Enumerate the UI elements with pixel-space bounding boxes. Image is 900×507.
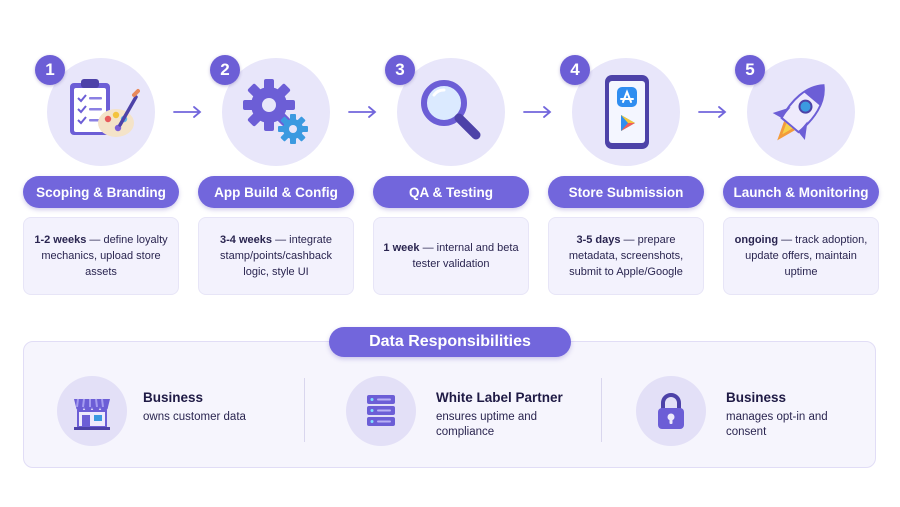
arrow-right-icon [173,106,202,118]
step-number: 4 [560,55,590,85]
step-number: 2 [210,55,240,85]
storefront-icon [74,398,110,430]
step-description: 3-4 weeks — integrate stamp/points/cashb… [198,217,354,295]
responsibility-description: ensures uptime and compliance [436,411,538,438]
divider [304,378,305,442]
step-description: 1 week — internal and beta tester valida… [373,217,529,295]
rocket-icon [772,84,825,141]
phone-app-store-icon [605,75,649,149]
step-duration: 3-5 days [576,234,621,246]
arrow-right-icon [523,106,552,118]
padlock-icon [658,393,684,429]
step-title: Launch & Monitoring [723,176,879,208]
arrow-right-icon [348,106,377,118]
step-details: — track adoption, update offers, maintai… [745,234,868,278]
step-details: — internal and beta tester validation [412,242,519,270]
server-icon [367,395,395,426]
step-title: Scoping & Branding [23,176,179,208]
step-number: 5 [735,55,765,85]
data-responsibilities-panel [23,341,876,468]
arrow-right-icon [698,106,727,118]
clipboard-palette-icon [70,79,140,137]
step-title: Store Submission [548,176,704,208]
step-details: — integrate stamp/points/cashback logic,… [220,234,332,278]
step-description: ongoing — track adoption, update offers,… [723,217,879,295]
step-description: 1-2 weeks — define loyalty mechanics, up… [23,217,179,295]
section-title: Data Responsibilities [329,327,571,357]
responsibility-business-data: Business owns customer data [57,376,277,446]
step-duration: 3-4 weeks [220,234,273,246]
step-title: QA & Testing [373,176,529,208]
responsibility-owner: Business [726,390,787,405]
step-details: — define loyalty mechanics, upload store… [41,234,168,278]
responsibility-partner-uptime: White Label Partner ensures uptime and c… [346,376,586,446]
responsibility-business-consent: Business manages opt-in and consent [636,376,856,446]
step-details: — prepare metadata, screenshots, submit … [568,234,684,278]
responsibility-description: owns customer data [143,411,246,423]
step-description: 3-5 days — prepare metadata, screenshots… [548,217,704,295]
divider [601,378,602,442]
responsibility-description: manages opt-in and consent [726,411,828,438]
magnifier-icon [421,80,481,140]
responsibility-owner: Business [143,390,204,405]
step-duration: ongoing [734,234,779,246]
step-number: 3 [385,55,415,85]
step-duration: 1 week [383,242,420,254]
step-duration: 1-2 weeks [34,234,87,246]
step-title: App Build & Config [198,176,354,208]
step-number: 1 [35,55,65,85]
gears-icon [243,79,308,144]
responsibility-owner: White Label Partner [436,390,563,405]
